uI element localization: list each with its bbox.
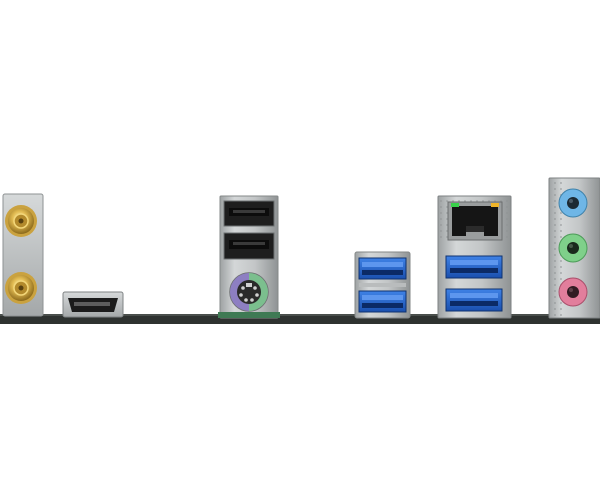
audio-jack-line-out — [558, 233, 588, 263]
usb2-port-bottom — [223, 232, 275, 260]
audio-jack-mic-in — [558, 277, 588, 307]
usb2-ps2-stack — [218, 195, 280, 319]
lan-activity-led — [451, 203, 459, 207]
wifi-antenna-connector-top — [5, 205, 37, 237]
hdmi-port — [62, 291, 124, 318]
wifi-antenna-connector-bottom — [5, 272, 37, 304]
usb3-port-lan-bottom — [445, 288, 503, 312]
usb2-port-top — [223, 200, 275, 227]
usb3-stack — [354, 251, 411, 319]
usb3-port-top — [358, 257, 407, 280]
audio-jack-line-in — [558, 188, 588, 218]
pcb-edge-highlight — [0, 314, 600, 316]
lan-usb3-stack — [437, 195, 512, 319]
lan-speed-led — [491, 203, 499, 207]
pcb-edge — [0, 314, 600, 324]
audio-jack-stack — [548, 177, 600, 319]
rj45-lan-port — [447, 201, 503, 241]
usb3-port-lan-top — [445, 255, 503, 279]
usb3-port-bottom — [358, 290, 407, 313]
wifi-antenna-bracket — [2, 193, 44, 317]
ps2-combo-port — [229, 272, 269, 312]
